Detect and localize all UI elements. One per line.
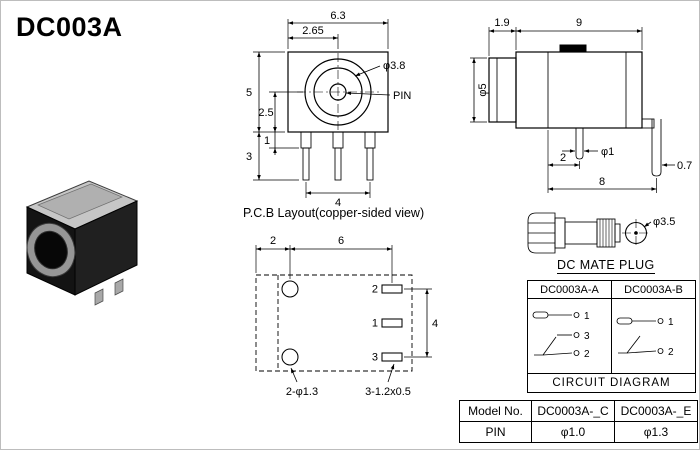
- dim-1-9: 1.9: [494, 17, 509, 29]
- circuit-b-pin2-label: 2: [668, 347, 674, 358]
- dim-8: 8: [599, 176, 605, 188]
- side-view-pin-a: [575, 128, 584, 160]
- circuit-header-a: DC0003A-A: [527, 280, 612, 299]
- dim-0-7: 0.7: [677, 160, 692, 172]
- circuit-a-pin1-label: 1: [584, 311, 590, 322]
- circuit-a-drawing: 1 3 2: [532, 311, 590, 360]
- dim-3: 3: [246, 151, 252, 163]
- pcb-pad-label-2: 2: [372, 284, 378, 296]
- circuit-a-pin3-label: 3: [584, 331, 590, 342]
- side-view-pin-b: [651, 119, 662, 177]
- dim-2-5: 2.5: [258, 107, 273, 119]
- side-view-drawing: 1.9 9 φ5 φ1 2 8 0.7: [470, 17, 692, 193]
- dim-5: 5: [246, 87, 252, 99]
- model-table-header-model: Model No.: [459, 400, 532, 422]
- dim-dia-3-8: φ3.8: [383, 60, 405, 72]
- pcb-dim-6: 6: [338, 235, 344, 247]
- center-pin-symbol: [532, 311, 548, 319]
- terminal-1: [573, 312, 579, 318]
- circuit-b-pin1-label: 1: [668, 317, 674, 328]
- dim-6-3: 6.3: [330, 10, 345, 22]
- pcb-dim-4: 4: [432, 318, 438, 330]
- pcb-dim-2: 2: [270, 235, 276, 247]
- pcb-layout-caption: P.C.B Layout(copper-sided view): [243, 206, 425, 220]
- terminal-2: [657, 348, 663, 354]
- side-view-extension-lines: [470, 27, 657, 193]
- dim-1: 1: [264, 135, 270, 147]
- model-table-pin-e: φ1.3: [614, 421, 698, 443]
- pcb-pad-label-3: 3: [372, 352, 378, 364]
- pcb-pads: [381, 284, 403, 362]
- sleeve-arm-symbol: [617, 335, 640, 354]
- terminal-2: [573, 350, 579, 356]
- pcb-pad-label-1: 1: [372, 318, 378, 330]
- circuit-b-drawing: 1 2: [616, 317, 674, 358]
- pcb-dimension-lines: [256, 247, 429, 383]
- circuit-diagram-table: DC0003A-A DC0003A-B 1: [527, 280, 696, 393]
- plug-side-view: [527, 212, 621, 254]
- dim-dia-3-5: φ3.5: [653, 216, 675, 228]
- pcb-holes: [281, 280, 299, 366]
- model-table-header-c: DC0003A-_C: [531, 400, 615, 422]
- circuit-diagram-caption: CIRCUIT DIAGRAM: [527, 373, 696, 393]
- dim-dia-5: φ5: [477, 83, 489, 96]
- page-title: DC003A: [16, 12, 123, 42]
- side-view-top-tab: [559, 44, 587, 53]
- connector-pin: [94, 288, 104, 306]
- circuit-symbol-a-cell: 1 3 2: [527, 298, 612, 374]
- dim-2: 2: [560, 152, 566, 164]
- front-view-dimension-lines: [257, 21, 391, 195]
- pcb-extension-lines: [255, 245, 432, 358]
- connector-barrel-bore: [34, 230, 68, 270]
- front-view-drawing: 6.3 2.65 5 2.5 1 3 4 φ3.8 PIN: [246, 10, 411, 209]
- model-table-row-pin: PIN: [459, 421, 532, 443]
- center-pin-symbol: [616, 317, 632, 325]
- connector-pin: [114, 278, 124, 296]
- model-table-pin-c: φ1.0: [531, 421, 615, 443]
- pcb-slots-label: 3-1.2x0.5: [365, 386, 411, 398]
- front-view-centerlines: [297, 53, 379, 131]
- pcb-holes-label: 2-φ1.3: [286, 386, 318, 398]
- side-view-dimension-lines: [472, 29, 675, 191]
- dim-2-65: 2.65: [302, 25, 323, 37]
- circuit-a-pin2-label: 2: [584, 349, 590, 360]
- circuit-header-b: DC0003A-B: [611, 280, 696, 299]
- dc-mate-plug-drawing: φ3.5: [527, 212, 675, 254]
- pin-callout-label: PIN: [393, 90, 411, 102]
- dim-dia-1: φ1: [601, 146, 614, 158]
- model-table: Model No. DC0003A-_C DC0003A-_E PIN φ1.0…: [459, 400, 698, 443]
- terminal-1: [657, 318, 663, 324]
- dc-mate-plug-caption: DC MATE PLUG: [557, 258, 655, 274]
- pcb-layout-drawing: 2 6 4 2 1 3 2-φ1.3 3-1.2x0.5: [255, 235, 438, 398]
- pcb-component-outline: [255, 274, 413, 372]
- terminal-3: [573, 332, 579, 338]
- front-view-pins: [300, 131, 376, 181]
- switch-arm-symbol: [533, 336, 556, 356]
- dim-9: 9: [576, 17, 582, 29]
- dim-4: 4: [335, 197, 341, 209]
- side-view-body: [488, 51, 643, 129]
- connector-3d-view: [25, 180, 139, 306]
- side-view-details: [496, 52, 662, 177]
- model-table-header-e: DC0003A-_E: [614, 400, 698, 422]
- plug-end-view: [622, 219, 652, 247]
- connector-top-plate: [37, 183, 123, 220]
- circuit-symbol-b-cell: 1 2: [611, 298, 696, 374]
